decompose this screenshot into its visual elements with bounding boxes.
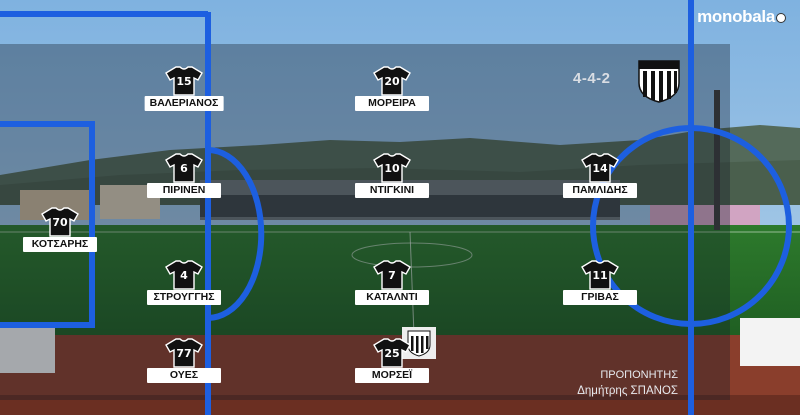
player-name: ΜΟΡΕΙΡΑ [355,96,429,111]
player-number: 15 [176,75,192,88]
player-number: 10 [384,162,400,175]
club-crest-icon [638,60,680,103]
player-number: 14 [592,162,608,175]
ball-icon [776,13,786,23]
jersey-icon: 11 [581,260,619,290]
player-number: 70 [52,216,68,229]
player-name: ΠΑΜΛΙΔΗΣ [563,183,637,198]
player-number: 20 [384,75,400,88]
player-name: ΝΤΙΓΚΙΝΙ [355,183,429,198]
jersey-icon: 70 [41,207,79,237]
jersey-icon: 10 [373,153,411,183]
player-name: ΣΤΡΟΥΓΓΗΣ [147,290,221,305]
player-number: 6 [180,162,188,175]
formation-label: 4-4-2 [573,70,611,87]
player-number: 4 [180,269,188,282]
jersey-icon: 4 [165,260,203,290]
coach-title: ΠΡΟΠΟΝΗΤΗΣ [600,369,678,381]
jersey-icon: 15 [165,66,203,96]
player-name: ΚΟΤΣΑΡΗΣ [23,237,97,252]
player-name: ΚΑΤΑΛΝΤΙ [355,290,429,305]
jersey-icon: 20 [373,66,411,96]
jersey-icon: 7 [373,260,411,290]
player-number: 77 [176,347,192,360]
player-name: ΠΙΡΙΝΕΝ [147,183,221,198]
jersey-icon: 25 [373,338,411,368]
coach-info: ΠΡΟΠΟΝΗΤΗΣ Δημήτρης ΣΠΑΝΟΣ [577,367,678,399]
player-name: ΓΡΙΒΑΣ [563,290,637,305]
player-name: ΟΥΕΣ [147,368,221,383]
jersey-icon: 6 [165,153,203,183]
player-name: ΜΟΡΣΕΪ [355,368,429,383]
brand-logo: monobala [697,7,786,27]
player-number: 7 [388,269,396,282]
jersey-icon: 14 [581,153,619,183]
player-number: 25 [384,347,400,360]
brand-name: monobala [697,7,775,26]
player-number: 11 [592,269,608,282]
coach-name: Δημήτρης ΣΠΑΝΟΣ [577,385,678,397]
player-name: ΒΑΛΕΡΙΑΝΟΣ [144,96,224,111]
jersey-icon: 77 [165,338,203,368]
